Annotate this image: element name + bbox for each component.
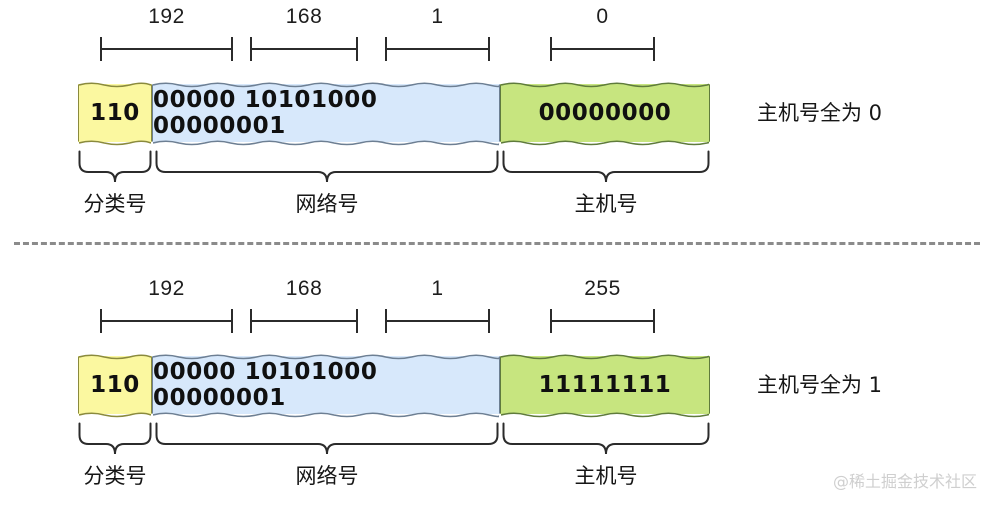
tick-right [653,37,655,61]
measure-line [100,48,233,50]
octet-measure: 192 [100,276,233,338]
octet-value: 168 [285,277,323,300]
host-number-brace [502,150,710,184]
octet-measure: 1 [385,276,490,338]
row-side-note: 主机号全为 0 [757,101,883,125]
tick-right [488,37,490,61]
network-bits-text: 00000 10101000 00000001 [153,359,378,411]
host-bits-field: 11111111 [500,354,710,418]
tick-right [488,309,490,333]
host-bits-text: 11111111 [538,372,672,398]
octet-ruler: 192 168 1 0 [0,4,993,66]
octet-value: 168 [285,5,323,28]
network-number-caption: 网络号 [295,192,359,216]
octet-ruler: 192 168 1 255 [0,276,993,338]
network-bits-field: 00000 10101000 00000001 [152,82,500,146]
tick-right [356,309,358,333]
octet-value: 192 [148,5,185,28]
octet-measure: 168 [250,4,358,66]
octet-measure: 255 [550,276,655,338]
octet-measure: 192 [100,4,233,66]
measure-line [250,48,358,50]
octet-value: 192 [148,277,185,300]
octet-value: 1 [431,5,444,28]
class-number-brace [78,422,152,456]
tick-right [356,37,358,61]
octet-measure: 168 [250,276,358,338]
measure-line [385,48,490,50]
host-number-caption: 主机号 [574,192,638,216]
class-number-caption: 分类号 [83,192,147,216]
tick-right [653,309,655,333]
measure-line [250,320,358,322]
octet-measure: 0 [550,4,655,66]
octet-measure: 1 [385,4,490,66]
class-number-brace [78,150,152,184]
group-braces [0,422,993,456]
class-bits-field: 110 [78,82,152,146]
class-bits-text: 110 [90,100,140,126]
network-number-caption: 网络号 [295,464,359,488]
address-bar: 110 00000 10101000 00000001 11111111 [0,354,993,418]
octet-value: 1 [431,277,444,300]
host-number-brace [502,422,710,456]
watermark: @稀土掘金技术社区 [832,472,977,491]
group-captions: 分类号 网络号 主机号 [0,188,993,218]
tick-right [231,309,233,333]
broadcast-address-row: 192 168 1 255 [0,260,993,508]
address-bar: 110 00000 10101000 00000001 00000000 [0,82,993,146]
host-bits-field: 00000000 [500,82,710,146]
group-braces [0,150,993,184]
measure-line [100,320,233,322]
network-number-brace [155,150,499,184]
class-bits-field: 110 [78,354,152,418]
network-number-brace [155,422,499,456]
octet-value: 255 [584,277,621,300]
measure-line [550,320,655,322]
class-bits-text: 110 [90,372,140,398]
tick-right [231,37,233,61]
class-number-caption: 分类号 [83,464,147,488]
network-address-row: 192 168 1 0 [0,0,993,240]
section-divider [14,242,980,245]
octet-value: 0 [596,5,609,28]
row-side-note: 主机号全为 1 [757,373,883,397]
network-bits-field: 00000 10101000 00000001 [152,354,500,418]
measure-line [550,48,655,50]
host-number-caption: 主机号 [574,464,638,488]
measure-line [385,320,490,322]
host-bits-text: 00000000 [538,100,672,126]
network-bits-text: 00000 10101000 00000001 [153,87,378,139]
group-captions: 分类号 网络号 主机号 [0,460,993,490]
